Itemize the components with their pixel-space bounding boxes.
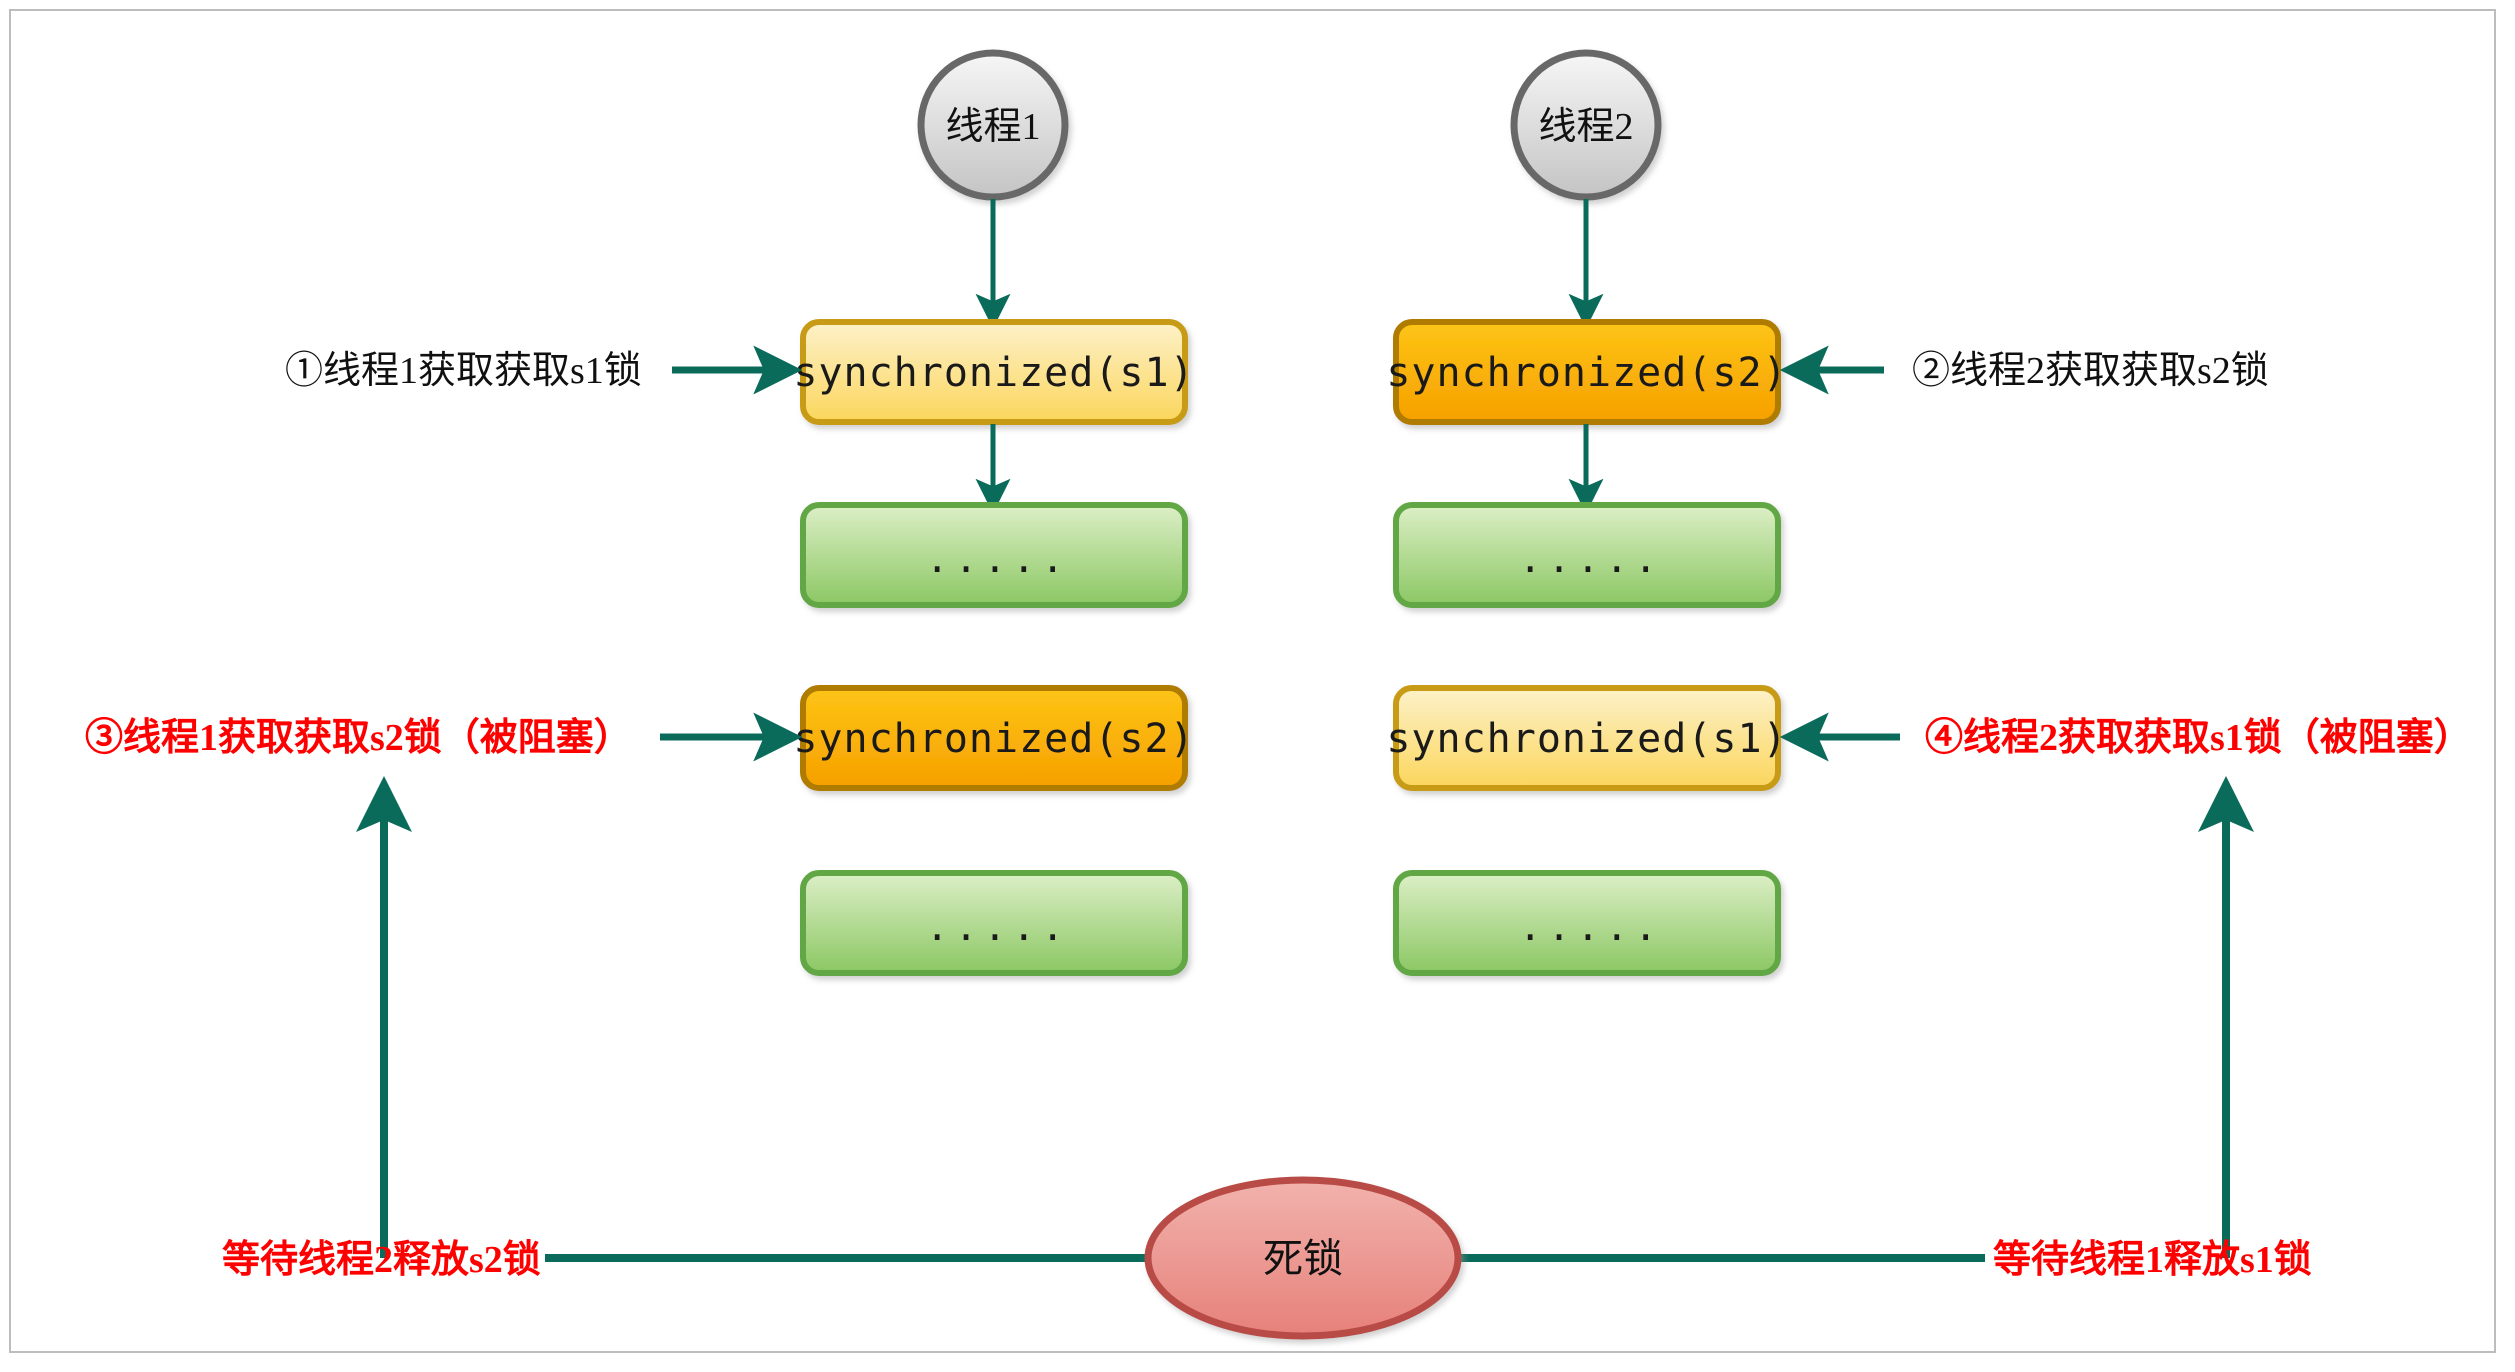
thread1-circle[interactable] xyxy=(917,49,1069,201)
block-t1-sync-s2-shape[interactable] xyxy=(800,685,1188,791)
block-t2-body-2-label: ..... xyxy=(1519,905,1663,949)
block-t2-sync-s1-label: synchronized(s1) xyxy=(1386,716,1787,762)
block-t1-sync-s2[interactable]: synchronized(s2) xyxy=(793,685,1194,791)
deadlock-node[interactable]: 死锁 xyxy=(1144,1176,1462,1340)
thread2-node[interactable]: 线程2 xyxy=(1510,49,1662,201)
block-t2-sync-s2-shape[interactable] xyxy=(1393,319,1781,425)
annotation-note-1: ①线程1获取获取s1锁 xyxy=(285,350,642,392)
annotation-note-4: ④线程2获取获取s1锁（被阻塞） xyxy=(1925,717,2472,759)
block-t2-sync-s1[interactable]: synchronized(s1) xyxy=(1386,685,1787,791)
block-t1-sync-s1-label: synchronized(s1) xyxy=(793,350,1194,396)
block-t1-body-1[interactable]: ..... xyxy=(800,502,1188,608)
block-t1-body-2[interactable]: ..... xyxy=(800,870,1188,976)
annotation-note-2: ②线程2获取获取s2锁 xyxy=(1912,350,2269,392)
block-t2-body-1-label: ..... xyxy=(1519,537,1663,581)
block-t1-sync-s1[interactable]: synchronized(s1) xyxy=(793,319,1194,425)
thread2-circle[interactable] xyxy=(1510,49,1662,201)
block-t1-body-2-shape[interactable] xyxy=(800,870,1188,976)
block-t1-body-2-label: ..... xyxy=(926,905,1070,949)
thread1-node[interactable]: 线程1 xyxy=(917,49,1069,201)
block-t2-sync-s2[interactable]: synchronized(s2) xyxy=(1386,319,1787,425)
diagram-frame xyxy=(9,9,2496,1353)
thread1-label: 线程1 xyxy=(945,106,1040,148)
deadlock-ellipse[interactable] xyxy=(1144,1176,1462,1340)
annotation-note-3: ③线程1获取获取s2锁（被阻塞） xyxy=(85,717,632,759)
block-t1-sync-s1-shape[interactable] xyxy=(800,319,1188,425)
deadlock-label: 死锁 xyxy=(1263,1236,1343,1281)
wait-left-label: 等待线程2释放s2锁 xyxy=(222,1239,541,1281)
block-t1-sync-s2-label: synchronized(s2) xyxy=(793,716,1194,762)
block-t2-body-1-shape[interactable] xyxy=(1393,502,1781,608)
block-t1-body-1-label: ..... xyxy=(926,537,1070,581)
thread2-label: 线程2 xyxy=(1538,106,1633,148)
block-t2-body-2-shape[interactable] xyxy=(1393,870,1781,976)
wait-right-label: 等待线程1释放s1锁 xyxy=(1993,1239,2312,1281)
block-t2-sync-s1-shape[interactable] xyxy=(1393,685,1781,791)
block-t1-body-1-shape[interactable] xyxy=(800,502,1188,608)
block-t2-body-2[interactable]: ..... xyxy=(1393,870,1781,976)
block-t2-body-1[interactable]: ..... xyxy=(1393,502,1781,608)
block-t2-sync-s2-label: synchronized(s2) xyxy=(1386,350,1787,396)
